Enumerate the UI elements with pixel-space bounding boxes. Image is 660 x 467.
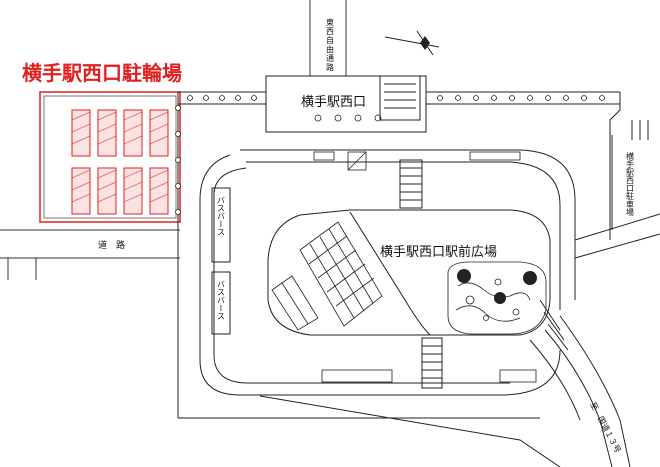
station-exit-label: 横手駅西口 xyxy=(301,95,366,110)
road-west xyxy=(0,229,180,280)
bus-berths xyxy=(211,187,231,335)
plaza-fence xyxy=(177,91,620,419)
plaza-label: 横手駅西口駅前広場 xyxy=(380,244,497,260)
free-passage xyxy=(309,0,347,76)
exit-road xyxy=(259,299,631,467)
crosswalk-bottom xyxy=(421,337,443,389)
road-label-top: 東西自由通路 xyxy=(326,17,335,72)
central-island xyxy=(267,209,551,336)
tree-icons xyxy=(457,269,537,304)
bicycle-parking-area xyxy=(39,91,181,223)
station-features xyxy=(313,114,537,383)
bus-berth-label-2: バスバース xyxy=(217,280,226,320)
island-parking xyxy=(271,221,383,331)
loop-road-outer xyxy=(199,149,576,396)
fence-posts xyxy=(175,95,605,215)
east-parking xyxy=(574,92,660,259)
north-arrow-icon xyxy=(384,30,440,56)
bus-berth-label-1: バスバース xyxy=(217,196,226,236)
road-label-bottom: 道 路 xyxy=(98,239,125,251)
parking-racks xyxy=(71,109,169,215)
parking-lot-label: 横手駅西口駐車場 xyxy=(626,151,635,217)
map-title: 横手駅西口駐輪場 xyxy=(22,61,182,85)
crosswalk-top xyxy=(399,159,423,209)
route-label: 至 国道１３号 xyxy=(588,400,623,454)
